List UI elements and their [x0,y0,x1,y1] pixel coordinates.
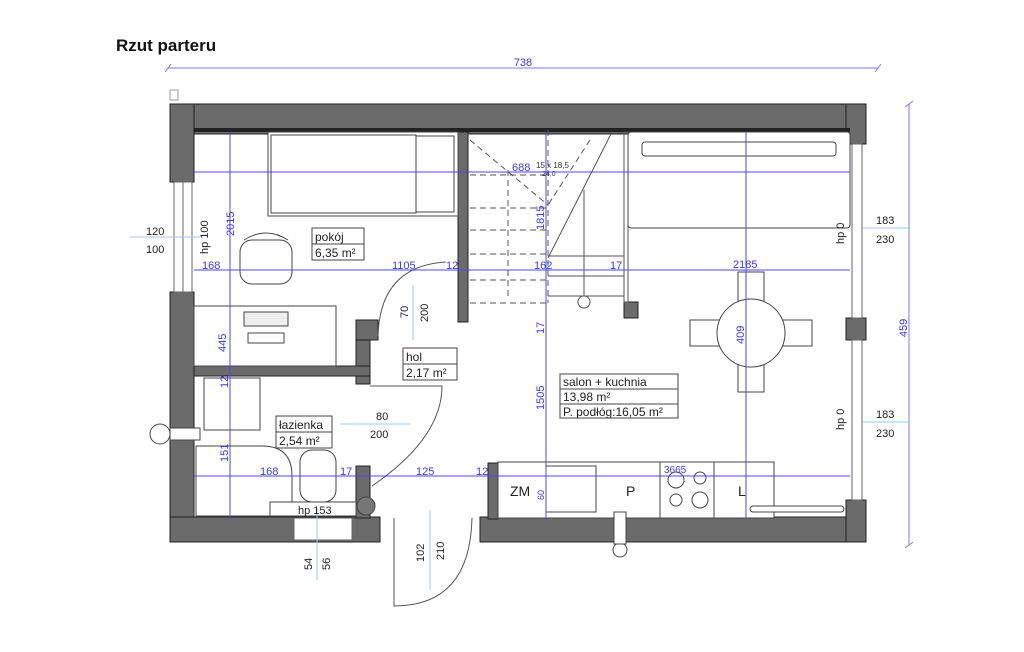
right-window-2-height: 230 [876,428,894,440]
dim-wall-17a: 17 [610,260,622,272]
dim-wall-17c: 17 [340,466,352,478]
dimension-lines [194,132,850,520]
dining-table-icon [689,271,813,393]
svg-text:hol: hol [406,350,422,364]
dim-stair-height: 1815 [535,206,547,230]
dim-hol-width: 1105 [392,260,416,272]
desk-icon [193,305,337,367]
chair-icon [239,232,293,285]
dim-wall-17b: 17 [535,322,547,334]
bath-door-swing [370,385,443,487]
dim-pokoj-width: 168 [202,260,220,272]
room-label-pokoj[interactable]: pokój 6,35 m² [311,227,365,261]
page-title: Rzut parteru [116,36,217,55]
hol-door-width: 70 [399,306,411,318]
stair-step-label: 15 x 18,5 [536,161,569,170]
stair-tread-label: 24,0 [542,171,556,178]
dim-bath-168: 168 [260,466,278,478]
entry-door-height: 210 [435,542,447,560]
left-window-width: 120 [146,226,164,238]
dim-hol-bottom: 125 [416,466,434,478]
fridge-label: ZM [510,483,530,499]
svg-text:6,35 m²: 6,35 m² [315,246,356,260]
bath-window-left: 54 [303,558,315,570]
staircase-icon [469,130,629,309]
dim-overall-width: 738 [514,57,532,69]
svg-text:2,17 m²: 2,17 m² [406,366,447,380]
svg-text:salon + kuchnia: salon + kuchnia [563,375,647,389]
dim-salon-width: 2185 [733,259,757,271]
room-label-hol[interactable]: hol 2,17 m² [402,347,458,381]
bed-icon [267,131,459,217]
dim-kitchen-60: 60 [536,490,546,500]
sofa-icon [627,131,851,229]
svg-text:13,98 m²: 13,98 m² [563,390,610,404]
right-window-2-sill: hp 0 [835,409,847,430]
dim-salon-height: 409 [735,326,747,344]
svg-text:pokój: pokój [315,230,344,244]
counter-label: L [738,483,746,499]
entry-door-width: 102 [415,544,427,562]
dim-kitchen-length: 3665 [664,465,687,476]
dim-wall-12b: 12 [476,466,488,478]
svg-text:2,54 m²: 2,54 m² [279,434,320,448]
entry-door-swing [393,517,473,607]
dim-wall-12a: 12 [446,260,458,272]
svg-text:P. podłóg:16,05 m²: P. podłóg:16,05 m² [563,405,663,419]
dim-stair-total: 688 [512,162,530,174]
windows [173,143,863,541]
dim-overall-height: 459 [898,319,910,337]
dim-salon-lower: 1505 [535,386,547,410]
right-window-1-height: 230 [876,234,894,246]
room-label-salon[interactable]: salon + kuchnia 13,98 m² P. podłóg:16,05… [559,373,679,419]
kitchen-counter [497,461,845,558]
bath-door-width: 80 [376,411,388,423]
dim-bath-12: 12 [219,376,231,388]
hol-door-swing [377,261,447,337]
dim-bath-151: 151 [219,444,231,462]
dim-desk-depth: 445 [217,334,229,352]
left-window-sill: hp 100 [199,220,211,254]
bath-door-height: 200 [370,429,388,441]
overall-width-dimension [164,63,882,73]
overall-height-dimension [904,100,914,549]
sink-icon [203,377,261,431]
right-window-1-width: 183 [876,215,894,227]
opening-dim-lines [130,227,909,590]
room-label-lazienka[interactable]: łazienka 2,54 m² [275,415,333,449]
svg-text:łazienka: łazienka [279,418,323,432]
dim-pokoj-height: 2015 [225,212,237,236]
hol-door-height: 200 [419,304,431,322]
bath-window-right: 56 [321,558,333,570]
doors [370,261,473,607]
room-labels: pokój 6,35 m² hol 2,17 m² łazienka 2,54 … [275,227,679,449]
right-window-1-sill: hp 0 [835,223,847,244]
right-window-2-width: 183 [876,409,894,421]
bath-window-sill: hp 153 [298,505,332,517]
sink-label: P [626,483,635,499]
dim-stair-width: 162 [534,260,552,272]
left-window-height: 100 [146,244,164,256]
